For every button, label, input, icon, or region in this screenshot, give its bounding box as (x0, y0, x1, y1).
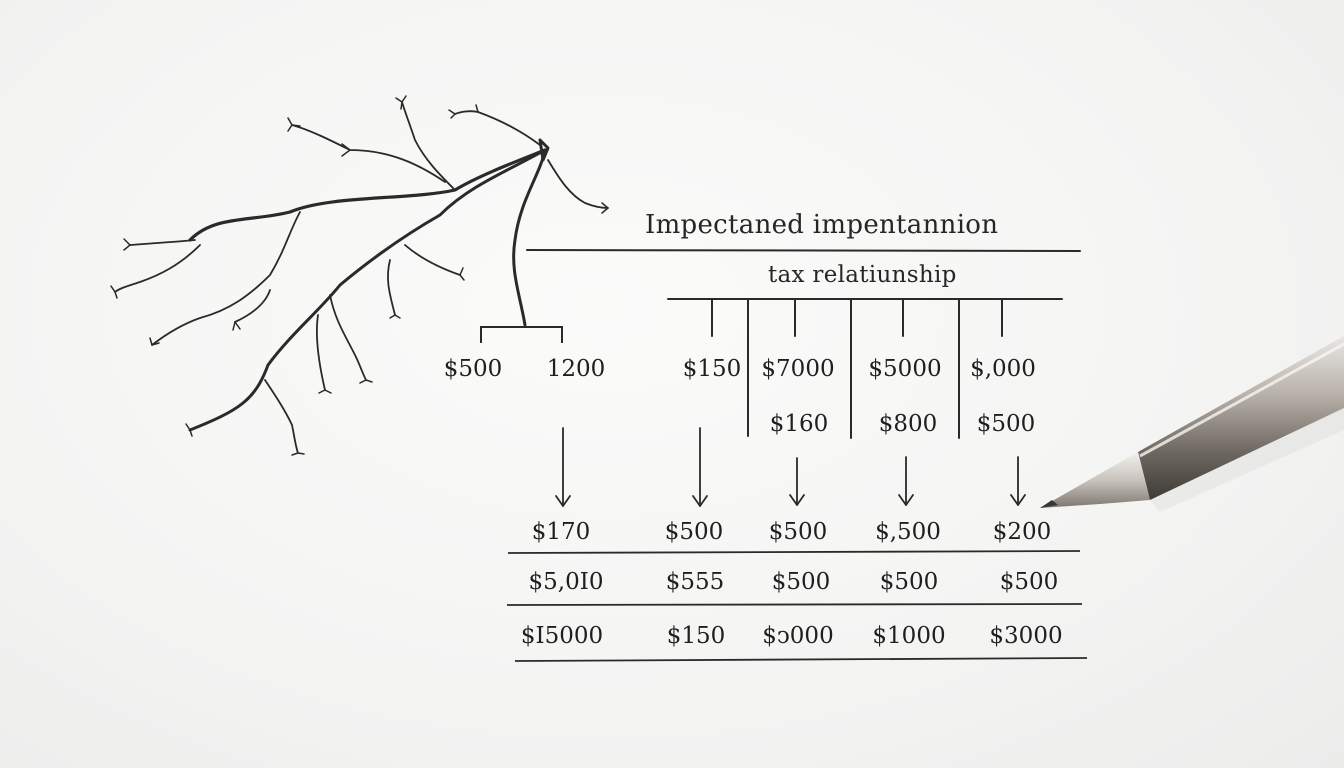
table-cell: $5,0I0 (528, 569, 604, 595)
arrow-down-icon (789, 457, 805, 506)
table-cell: $150 (666, 623, 726, 649)
table-cell: $170 (531, 519, 591, 545)
column-rules (526, 249, 1081, 439)
arrow-down-icon (555, 427, 571, 507)
table-cell: $3000 (989, 623, 1063, 649)
pen-icon (1040, 336, 1344, 512)
table-cell: $555 (665, 569, 725, 595)
table-cell: $ↄ000 (762, 623, 834, 649)
branching-tree-sketch-icon (110, 95, 609, 456)
table-cell: $1000 (872, 623, 946, 649)
tree-value-bracket (480, 326, 563, 343)
arrow-down-icon (898, 456, 914, 506)
table-cell: $500 (664, 519, 724, 545)
column-top-value: $,000 (970, 356, 1036, 382)
column-top-value: $150 (682, 356, 742, 382)
tree-value-right: 1200 (546, 356, 606, 382)
table-cell: $,500 (875, 519, 941, 545)
table-cell: $I5000 (520, 623, 604, 649)
column-mid-value: $160 (769, 411, 829, 437)
heading-rule (526, 249, 1081, 252)
down-arrows (555, 427, 1026, 507)
table-cell: $500 (768, 519, 828, 545)
column-mid-value: $500 (976, 411, 1036, 437)
table-cell: $200 (992, 519, 1052, 545)
table-cell: $500 (879, 569, 939, 595)
column-mid-value: $800 (878, 411, 938, 437)
arrow-down-icon (1010, 456, 1026, 506)
arrow-down-icon (692, 427, 708, 507)
column-top-value: $5000 (868, 356, 942, 382)
tree-value-left: $500 (443, 356, 503, 382)
diagram-subheading: tax relatiunship (768, 262, 957, 288)
table-cell: $500 (999, 569, 1059, 595)
table-cell: $500 (771, 569, 831, 595)
diagram-heading: Impectaned impentannion (645, 210, 999, 240)
table-rules (506, 550, 1088, 662)
column-top-value: $7000 (761, 356, 835, 382)
